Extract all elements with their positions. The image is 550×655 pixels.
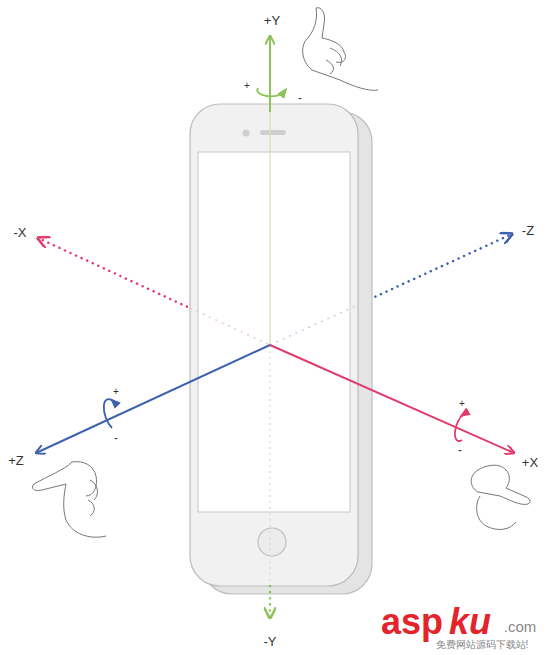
- rotation-arrow: [104, 399, 114, 428]
- rotation-sign: -: [458, 444, 462, 456]
- axis-label: +X: [522, 456, 538, 469]
- watermark: asp: [381, 604, 443, 640]
- y-axis-trace: [269, 112, 270, 345]
- watermark: .com: [504, 619, 537, 634]
- minus-y-axis: [269, 586, 272, 618]
- axis-label: -X: [14, 226, 27, 239]
- rotation-sign: +: [244, 81, 250, 91]
- rotation-sign: +: [459, 399, 465, 409]
- axis-label: +Z: [8, 454, 24, 467]
- rotation-arrow: [455, 414, 464, 441]
- speaker: [260, 130, 286, 135]
- plus-y-axis: [269, 36, 271, 112]
- phone-front: [190, 104, 358, 586]
- y-axis-trace: [269, 345, 270, 586]
- plus-z-axis: [36, 345, 270, 453]
- z-axis-trace: [270, 305, 358, 345]
- rotation-sign: +: [113, 387, 119, 397]
- watermark: ku: [449, 604, 491, 640]
- axis-label: +Y: [264, 14, 280, 27]
- camera: [243, 130, 250, 137]
- x-axis-trace: [190, 308, 270, 345]
- axis-label: -Z: [522, 224, 534, 237]
- phone-screen: [198, 152, 350, 512]
- plus-x-axis: [270, 345, 514, 453]
- hand-sketch: [32, 8, 530, 538]
- rotation-arrow: [257, 88, 284, 96]
- watermark: 免费网站源码下载站!: [436, 640, 529, 650]
- rotation-sign: -: [114, 432, 118, 444]
- home-button: [258, 528, 286, 556]
- axis-label: -Y: [264, 635, 277, 648]
- rotation-sign: -: [298, 92, 302, 104]
